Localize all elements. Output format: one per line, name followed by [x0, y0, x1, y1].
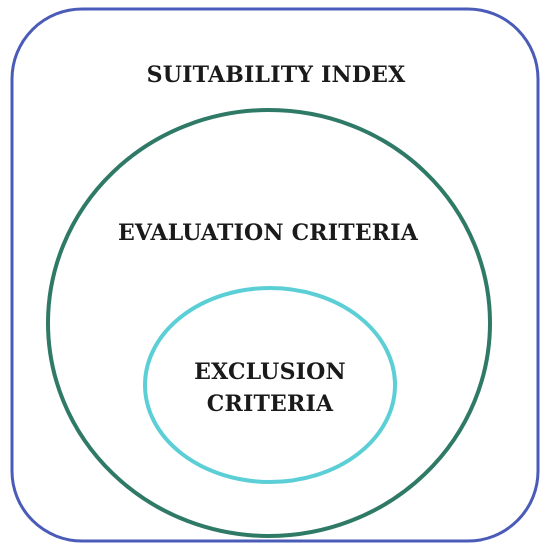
exclusion-criteria-boundary [143, 286, 397, 484]
exclusion-criteria-label-line2: CRITERIA [207, 391, 334, 417]
evaluation-criteria-label: EVALUATION CRITERIA [118, 220, 419, 246]
exclusion-criteria-label-line1: EXCLUSION [194, 359, 346, 385]
suitability-index-label: SUITABILITY INDEX [147, 62, 406, 88]
suitability-index-boundary [10, 7, 540, 543]
evaluation-criteria-boundary [46, 108, 492, 538]
